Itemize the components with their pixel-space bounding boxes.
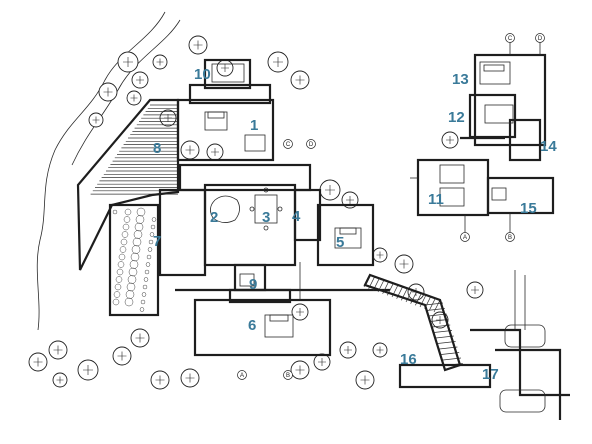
tree-symbol [206, 143, 224, 161]
tree-symbol [355, 370, 375, 390]
room-label-17: 17 [482, 366, 499, 383]
room-label-12: 12 [448, 109, 465, 126]
room-label-6: 6 [248, 317, 256, 334]
grid-marker-label: A [240, 373, 244, 379]
tree-symbol [152, 54, 168, 70]
tree-symbol [130, 328, 150, 348]
site-boundary-line-2 [71, 19, 181, 166]
grid-marker-label: C [286, 142, 291, 148]
ramp-outline [363, 273, 462, 372]
pool-outline [108, 203, 160, 317]
grid-marker-b-left: B [283, 370, 293, 380]
pool-texture [112, 207, 157, 312]
tree-symbol [28, 352, 48, 372]
grid-markers: A B C D C D A B [237, 33, 545, 380]
room-label-14: 14 [540, 138, 557, 155]
grid-marker-d-main: D [306, 139, 316, 149]
room-label-7: 7 [153, 233, 161, 250]
room-label-15: 15 [520, 200, 537, 217]
room-label-5: 5 [336, 234, 344, 251]
room-label-1: 1 [250, 117, 258, 134]
grid-marker-a-guest: A [460, 232, 470, 242]
tree-symbol [150, 370, 170, 390]
tree-symbol [290, 360, 310, 380]
grid-marker-label: A [463, 235, 467, 241]
room-label-16: 16 [400, 351, 417, 368]
tree-symbol [441, 131, 459, 149]
tree-symbol [313, 353, 331, 371]
tree-symbol [339, 341, 357, 359]
room-label-13: 13 [452, 71, 469, 88]
tree-symbol [52, 372, 68, 388]
room-label-8: 8 [153, 140, 161, 157]
tree-symbol [48, 340, 68, 360]
tree-symbol [372, 342, 388, 358]
grid-marker-label: D [538, 36, 543, 42]
main-house-walls [158, 58, 390, 357]
upper-floor-plan [460, 40, 547, 162]
tree-symbol [267, 51, 289, 73]
tree-symbol [126, 90, 142, 106]
grid-marker-c-main: C [283, 139, 293, 149]
room-label-10: 10 [194, 66, 211, 83]
room-label-9: 9 [249, 276, 257, 293]
tree-symbol [291, 303, 309, 321]
room-label-11: 11 [428, 191, 444, 208]
tree-symbol [88, 112, 104, 128]
grid-marker-label: B [286, 373, 290, 379]
tree-symbol [216, 59, 234, 77]
grid-marker-a-left: A [237, 370, 247, 380]
room-label-2: 2 [210, 209, 218, 226]
tree-symbol [98, 82, 118, 102]
grid-marker-label: D [309, 142, 314, 148]
guest-wing-plan [410, 158, 555, 232]
tree-symbol [372, 247, 388, 263]
tree-symbol [319, 179, 341, 201]
tree-symbol [466, 281, 484, 299]
tree-symbol [180, 368, 200, 388]
furniture [204, 111, 362, 338]
grid-marker-d-upper: D [535, 33, 545, 43]
tree-symbol [394, 254, 414, 274]
tree-symbols [28, 35, 484, 390]
grid-marker-b-guest: B [505, 232, 515, 242]
grid-marker-c-upper: C [505, 33, 515, 43]
carport [398, 270, 570, 420]
tree-symbol [188, 35, 208, 55]
tree-symbol [117, 51, 139, 73]
tree-symbol [77, 359, 99, 381]
room-label-4: 4 [292, 208, 301, 225]
tree-symbol [180, 140, 200, 160]
tree-symbol [290, 70, 310, 90]
tree-symbol [131, 71, 149, 89]
tree-symbol [112, 346, 132, 366]
grid-marker-label: B [508, 235, 512, 241]
grid-marker-label: C [508, 36, 513, 42]
room-number-labels: 1 2 3 4 5 6 7 8 9 10 11 12 13 14 15 16 1… [153, 66, 557, 383]
room-label-3: 3 [262, 209, 270, 226]
